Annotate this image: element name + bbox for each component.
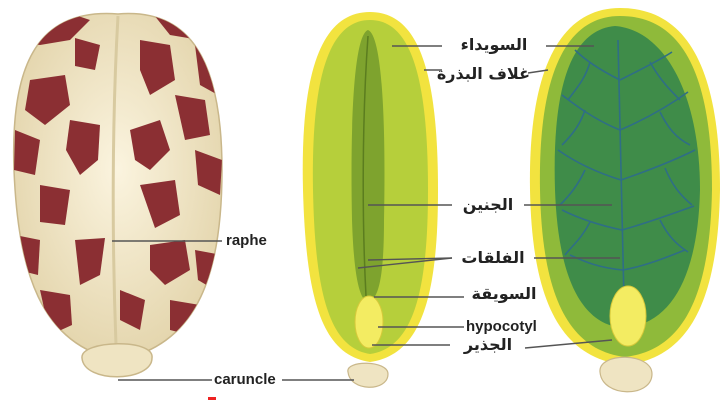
right-radicle [610,286,646,346]
red-mark [208,397,216,400]
label-raphe: raphe [226,233,267,248]
label-embryo-ar: الجنين [452,197,524,213]
section-embryo [352,30,385,302]
whole-seed [10,10,222,377]
label-caruncle: caruncle [214,372,276,387]
section-radicle [355,296,383,348]
label-endosperm-ar: السويداء [444,37,544,53]
right-caruncle [600,357,652,392]
seed-cotyledon-view [530,8,720,392]
seed-section [303,12,438,387]
label-seed-coat-ar: غلاف البذرة [440,66,530,82]
label-hypocotyl-ar: السويقة [462,286,546,302]
label-hypocotyl: hypocotyl [466,319,537,334]
whole-caruncle [82,344,152,377]
label-cotyledons-ar: الفلقات [452,250,534,266]
section-caruncle [348,363,388,387]
label-radicle-ar: الجذير [450,337,526,353]
